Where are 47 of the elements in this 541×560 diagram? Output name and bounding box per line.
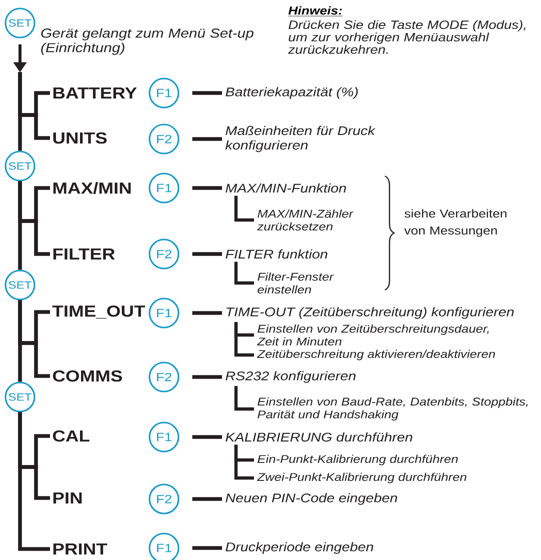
connector-line <box>192 137 222 141</box>
connector-line <box>192 91 222 95</box>
connector-line <box>192 546 222 550</box>
connector-line <box>192 375 222 379</box>
caption-text: Gerät gelangt zum Menü Set-up (Einrichtung) <box>41 28 254 55</box>
sub-function-text: Einstellen von Zeitüberschreitungsdauer, Zeit in Minuten <box>256 324 489 346</box>
sub-function-text: MAX/MIN-Zähler zurücksetzen <box>257 210 354 231</box>
function-description: RS232 konfigurieren <box>226 371 356 383</box>
connector-line <box>192 252 222 256</box>
connector-line <box>234 386 254 411</box>
function-description: TIME-OUT (Zeitüberschreitung) konfigurieren <box>226 307 514 319</box>
menu-item: CAL <box>52 430 90 442</box>
brace-label: siehe Verarbeiten von Messungen <box>404 209 506 237</box>
connector-line <box>18 300 22 382</box>
sub-function-text: Zwei-Punkt-Kalibrierung durchführen <box>256 472 466 484</box>
function-description: MAX/MIN-Funktion <box>226 183 346 193</box>
menu-item: BATTERY <box>53 88 137 98</box>
menu-item: TIME_OUT <box>52 305 146 319</box>
function-description: Druckperiode eingeben <box>226 542 374 554</box>
function-description: Maßeinheiten für Druck konfigurieren <box>225 126 376 152</box>
menu-item: PIN <box>53 492 82 504</box>
connector-line <box>234 262 254 285</box>
menu-item: MAX/MIN <box>53 182 131 194</box>
connector-line <box>192 311 222 315</box>
menu-item: UNITS <box>53 132 107 144</box>
connector-line <box>234 196 254 222</box>
connector-line <box>18 412 50 551</box>
menu-item: FILTER <box>53 248 115 260</box>
sub-function-text: Filter-Fenster einstellen <box>258 272 334 294</box>
note-text: Drücken Sie die Taste MODE (Modus), um zur vorherigen Menüauswahl zurückzukehren. <box>288 20 526 54</box>
function-description: Batteriekapazität (%) <box>226 87 358 99</box>
connector-line <box>234 444 254 480</box>
connector-line <box>18 72 22 151</box>
function-description: KALIBRIERUNG durchführen <box>226 432 412 442</box>
function-description: Neuen PIN-Code eingeben <box>226 493 398 505</box>
sub-function-text: Einstellen von Baud-Rate, Datenbits, Stoppbits, Parität und Handshaking <box>258 397 528 421</box>
connector-line <box>18 181 22 270</box>
sub-function-text: Zeitüberschreitung aktivieren/deaktivieren <box>256 350 495 360</box>
connector-line <box>192 497 222 501</box>
connector-line <box>192 186 222 190</box>
menu-item: COMMS <box>52 370 122 382</box>
connector-line <box>234 322 254 357</box>
function-description: FILTER funktion <box>226 249 328 259</box>
sub-function-text: Ein-Punkt-Kalibrierung durchführen <box>258 454 458 466</box>
connector-line <box>192 435 222 439</box>
note-heading: Hinweis: <box>288 6 343 16</box>
menu-item: PRINT <box>53 544 108 554</box>
